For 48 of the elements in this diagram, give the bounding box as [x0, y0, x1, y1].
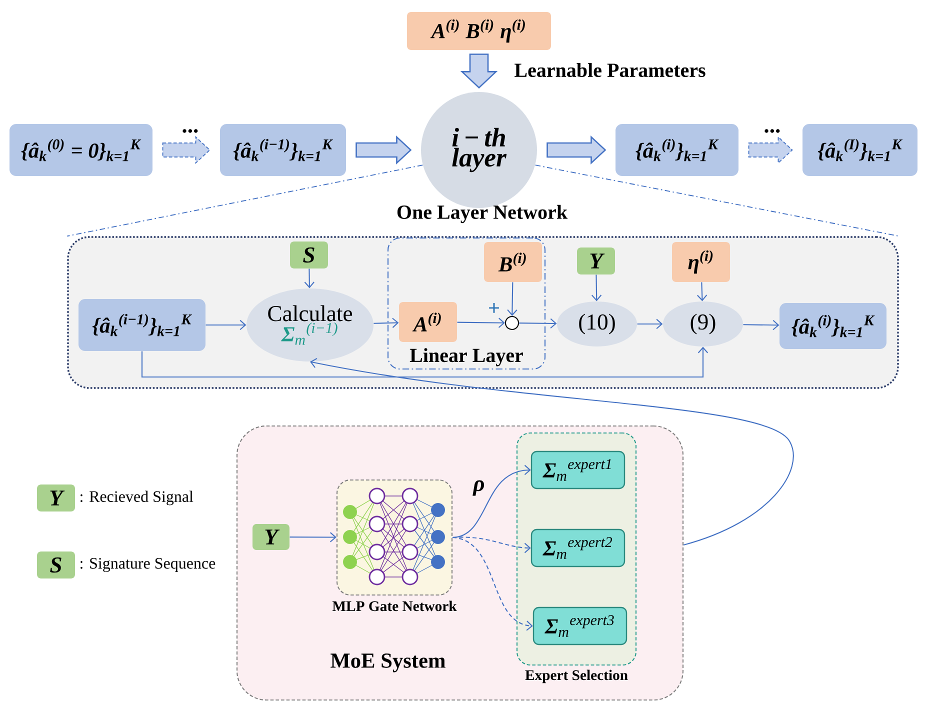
state-box: {â$_{k}$$^{(i−1)}$}$_{k=1}$K [78, 299, 206, 351]
state-box: {â$_{k}$$^{(0)}$ = 0}$_{k=1}$K [10, 124, 152, 176]
arrow [304, 268, 314, 288]
arrow [519, 318, 557, 329]
arrow [290, 532, 336, 542]
expert-box: Σ$_{m}$expert1 [530, 450, 626, 490]
dashed-block-arrow [748, 136, 793, 164]
dashed-curved-arrow [452, 536, 533, 631]
input-box: S [290, 242, 328, 268]
node-label: Expert Selection [525, 670, 628, 684]
plus-sign: + [489, 302, 499, 313]
dash-dot-line [534, 164, 900, 237]
input-box: S [37, 552, 75, 578]
parameter-box: A$^{(i)}$ [399, 302, 457, 342]
arrow [374, 318, 399, 328]
arrow [457, 318, 505, 328]
expert-box: Σ$_{m}$expert3 [532, 606, 628, 646]
arrow [507, 282, 518, 316]
arrow [637, 318, 663, 330]
dashed-curved-arrow [452, 536, 531, 554]
parameter-box: B$^{(i)}$ [484, 242, 542, 282]
parameter-box: A$^{(i)}$ B$^{(i)}$ η$^{(i)}$ [407, 12, 551, 50]
state-box: {â$_{k}$$^{(i)}$}$_{k=1}$K [616, 124, 738, 176]
label-text: Learnable Parameters [514, 62, 706, 78]
dashed-block-arrow [162, 136, 210, 164]
state-box: {â$_{k}$$^{(i)}$}$_{k=1}$K [780, 303, 886, 349]
arrow [743, 320, 780, 330]
arrow [697, 282, 708, 302]
node-label: MLP Gate Network [332, 600, 457, 612]
parameter-box: η$^{(i)}$ [672, 242, 730, 282]
arrow [591, 274, 602, 302]
block-arrow [460, 54, 498, 89]
arrow [141, 346, 708, 378]
state-box: {â$_{k}$$^{(i−1)}$}$_{k=1}$K [220, 124, 346, 176]
dash-dot-line [66, 164, 424, 237]
input-box: Y [252, 524, 290, 550]
legend-text: : Signature Sequence [80, 558, 216, 572]
input-box: Y [37, 484, 75, 512]
edge-label: ... [181, 128, 201, 134]
arrow [206, 320, 246, 330]
expert-box: Σ$_{m}$expert2 [530, 528, 626, 568]
state-box: {â$_{k}$$^{(I)}$}$_{k=1}$K [802, 124, 918, 176]
curved-arrow [310, 358, 794, 546]
input-box: Y [577, 248, 615, 274]
edge-label: ... [763, 128, 783, 134]
block-arrow [356, 135, 412, 165]
block-arrow [546, 135, 606, 165]
legend-text: : Recieved Signal [80, 490, 194, 506]
